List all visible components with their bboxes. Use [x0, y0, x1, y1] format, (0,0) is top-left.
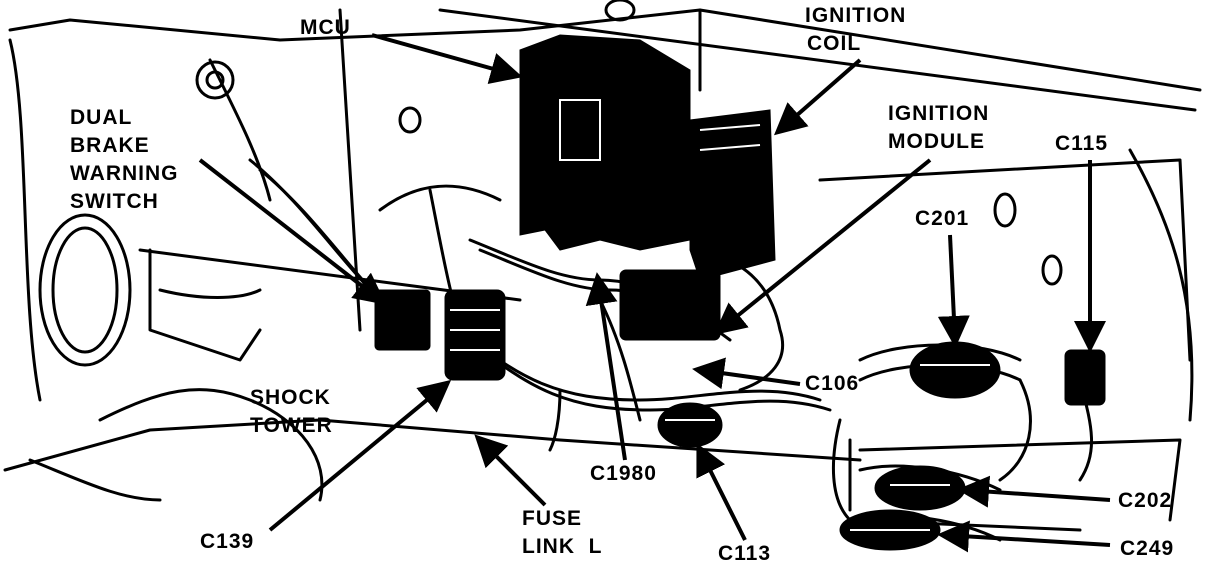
- dual-brake-arrow: [198, 158, 387, 305]
- shock-tower-outline: [98, 388, 324, 502]
- access-hole: [38, 213, 132, 367]
- label-fuse-link-l: FUSE LINK L: [522, 507, 603, 558]
- label-c249: C249: [1120, 537, 1175, 560]
- ignition-module-block: [619, 269, 721, 341]
- label-ignition-module: IGNITION MODULE: [888, 102, 990, 153]
- label-c113: C113: [718, 542, 772, 565]
- label-shock-tower: SHOCK TOWER: [250, 386, 333, 437]
- c115-connector: [1064, 349, 1106, 406]
- label-c1980: C1980: [590, 462, 657, 485]
- c106-arrow: [692, 357, 801, 390]
- ignition-coil-arrow: [773, 58, 862, 136]
- fuse-link-arrow: [474, 434, 547, 507]
- label-c139: C139: [200, 530, 255, 553]
- c139-connector: [444, 289, 506, 381]
- label-c201: C201: [915, 207, 970, 230]
- c249-arrow: [937, 520, 1111, 553]
- ignition-coil: [689, 109, 776, 281]
- c1980-arrow: [585, 272, 627, 461]
- label-c115: C115: [1055, 132, 1109, 155]
- c113-connector: [657, 402, 723, 448]
- label-c106: C106: [805, 372, 860, 395]
- inner-fender: [3, 418, 862, 472]
- label-dual-brake-warning-switch: DUAL BRAKE WARNING SWITCH: [70, 106, 179, 213]
- c201-connector: [909, 341, 1001, 399]
- cowl-edge: [438, 8, 1197, 112]
- label-c202: C202: [1118, 489, 1173, 512]
- label-mcu: MCU: [300, 16, 351, 39]
- mcu-arrow: [371, 33, 523, 84]
- ignition-module-arrow: [713, 158, 932, 336]
- dual-brake-switch-block: [374, 289, 431, 351]
- c202-connector: [874, 465, 966, 511]
- left-panel: [8, 38, 42, 402]
- mcu-module: [519, 34, 691, 251]
- c113-arrow: [696, 442, 747, 541]
- label-ignition-coil: IGNITION COIL: [805, 4, 907, 55]
- fender-outline: [8, 8, 1202, 92]
- c201-arrow: [937, 234, 970, 348]
- c139-arrow: [268, 379, 452, 532]
- c202-arrow: [957, 475, 1111, 508]
